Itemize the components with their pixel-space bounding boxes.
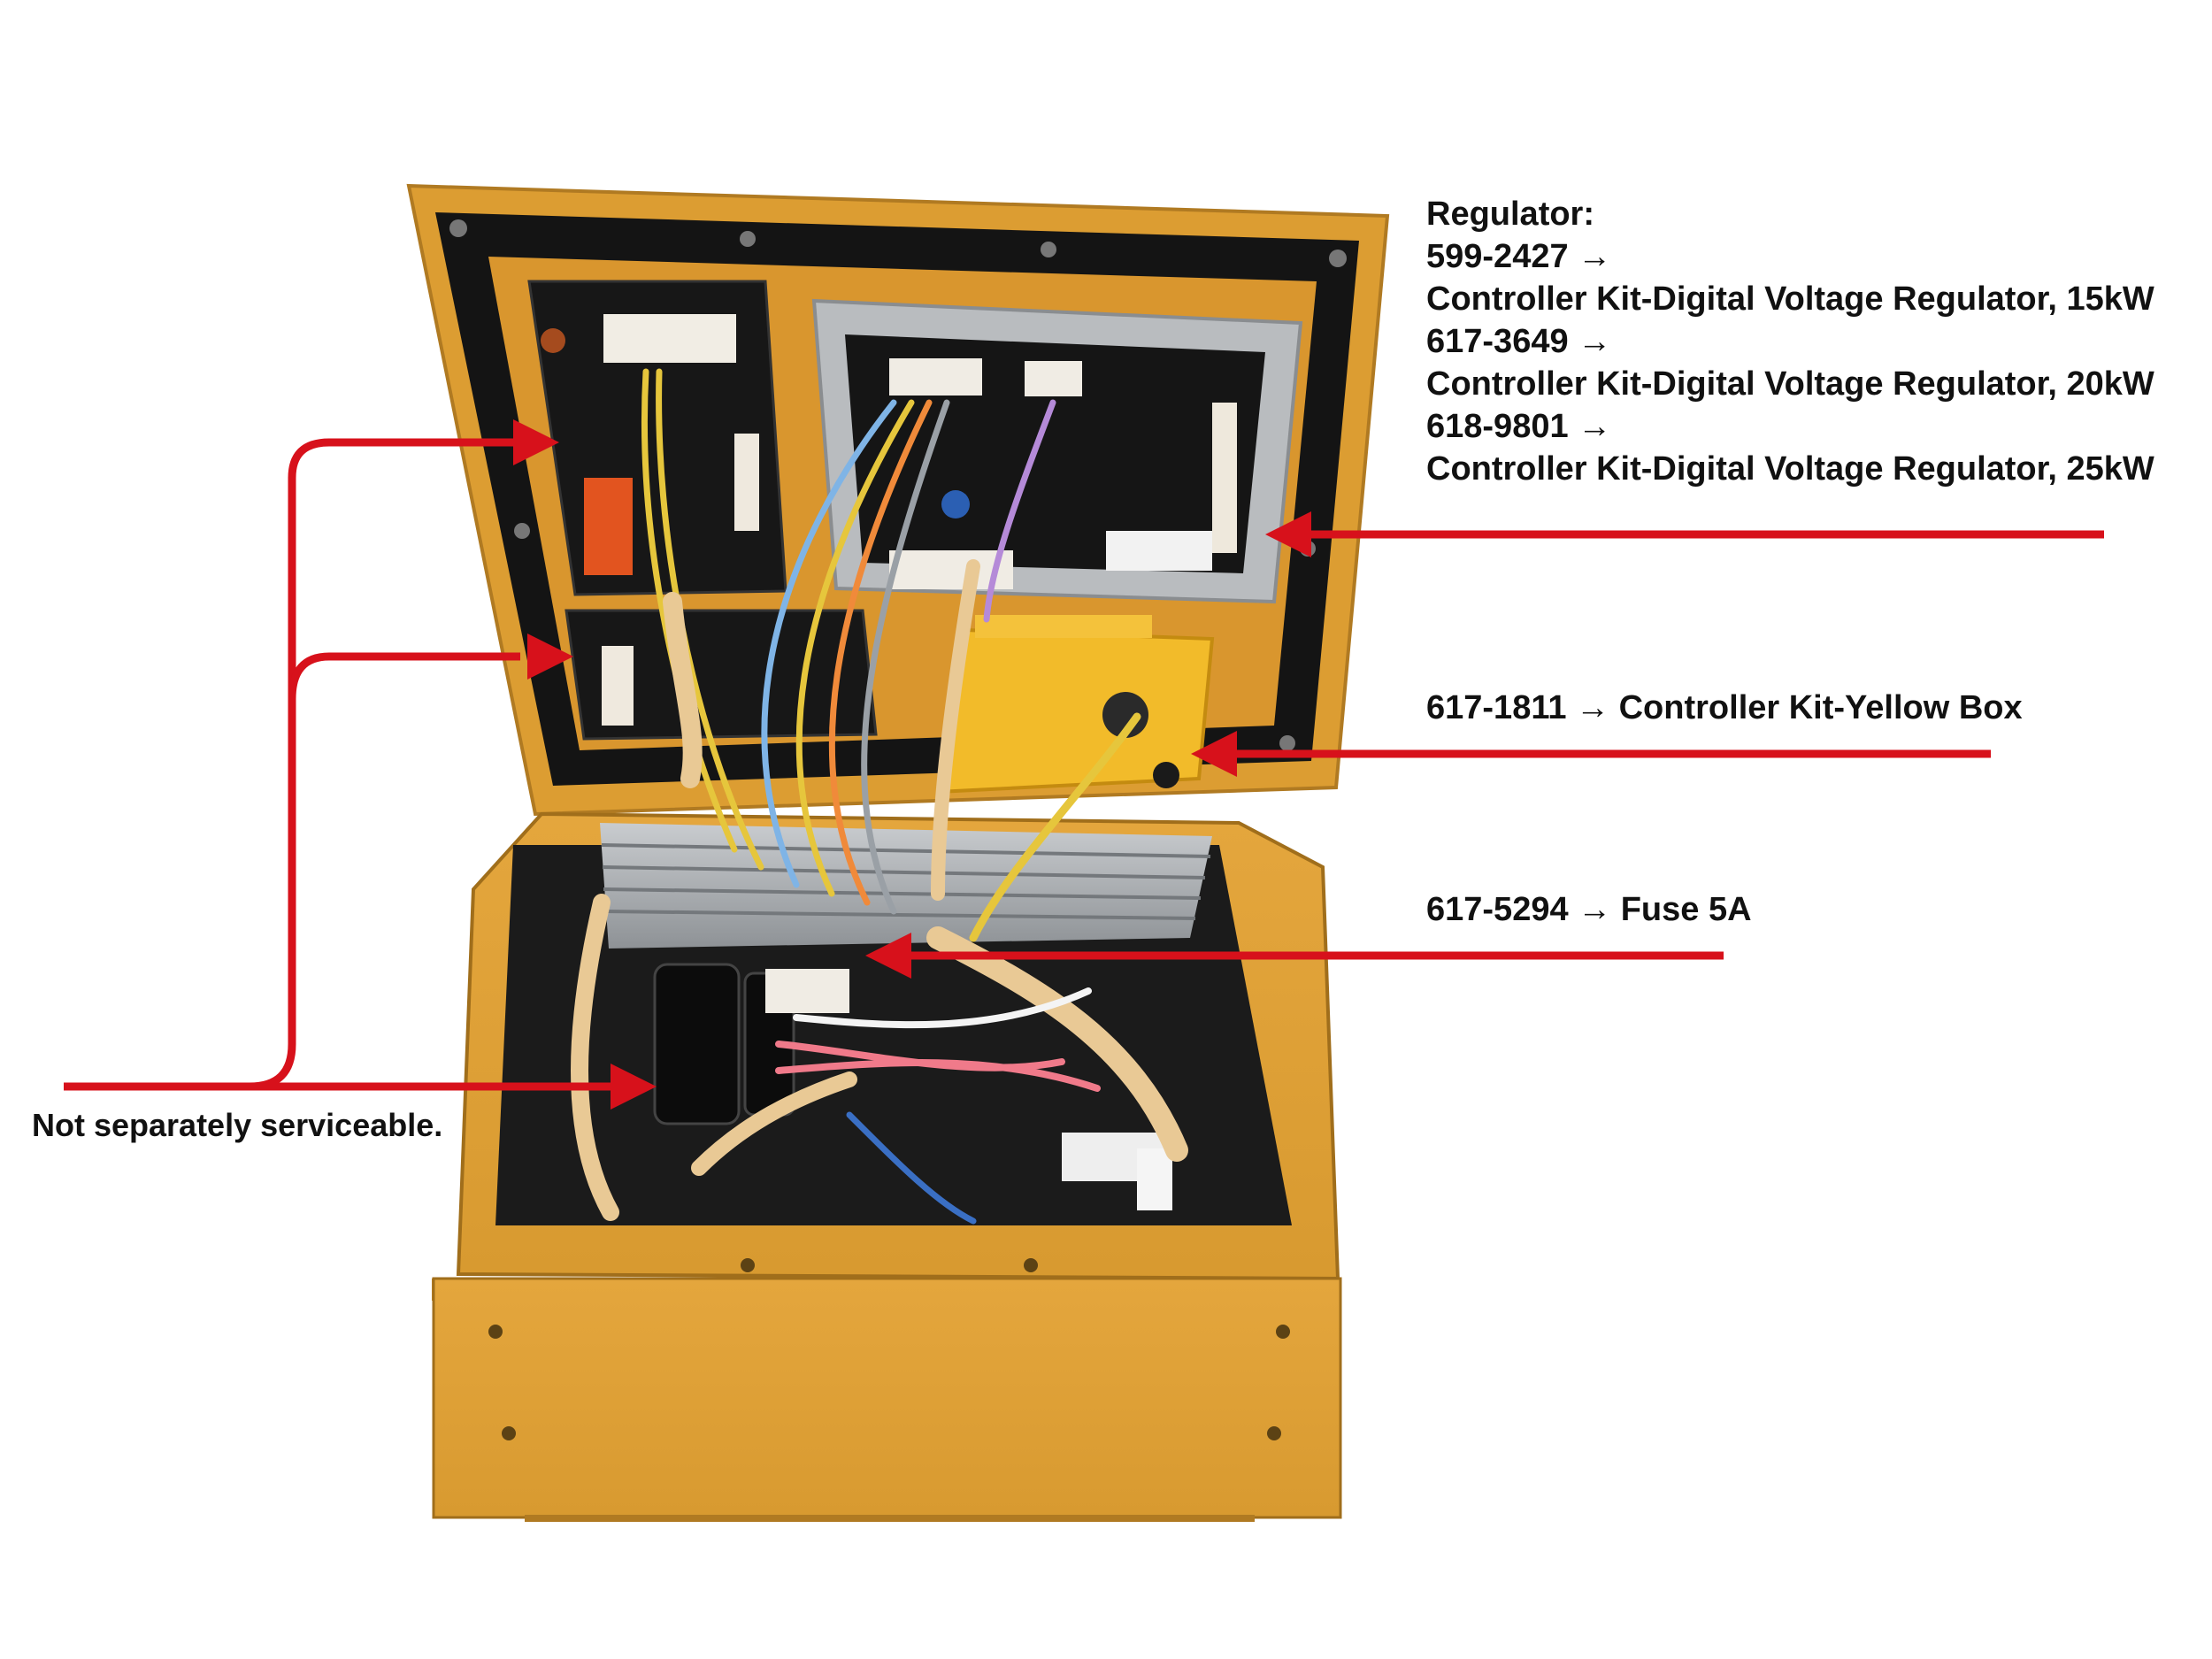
regulator-arrowhead: [1265, 511, 1311, 557]
voltage-regulator-module: [811, 298, 1303, 604]
not-serviceable-label: Not separately serviceable.: [32, 1107, 443, 1143]
heatsink: [600, 823, 1212, 949]
not-serviceable-bracket-branch: [288, 652, 520, 700]
top-left-arrowhead: [513, 419, 559, 465]
internal-board: [653, 963, 1172, 1210]
arrow-heads: [513, 419, 1311, 1110]
fuse-label: 617-5294 → Fuse 5A: [1426, 891, 1752, 928]
fuse-arrowhead: [865, 933, 911, 979]
bottom-left-arrowhead: [611, 1064, 657, 1110]
regulator-part-number: 618-9801 →: [1426, 408, 1612, 445]
yellow-box-arrowhead: [1191, 731, 1237, 777]
regulator-part-description: Controller Kit-Digital Voltage Regulator…: [1426, 365, 2154, 403]
regulator-part-number: 617-3649 →: [1426, 323, 1612, 360]
yellow-box-module: [935, 615, 1215, 795]
regulator-part-description: Controller Kit-Digital Voltage Regulator…: [1426, 280, 2154, 318]
regulator-label-block: Regulator: 599-2427 → Controller Kit-Dig…: [1426, 193, 2154, 490]
regulator-heading: Regulator:: [1426, 196, 1594, 233]
regulator-part-number: 599-2427 →: [1426, 238, 1612, 275]
yellow-box-label: 617-1811 → Controller Kit-Yellow Box: [1426, 689, 2023, 726]
mid-left-arrowhead: [527, 634, 573, 680]
not-serviceable-bracket: [64, 438, 520, 1091]
regulator-part-description: Controller Kit-Digital Voltage Regulator…: [1426, 450, 2154, 488]
annotation-arrows: [64, 438, 2104, 1091]
